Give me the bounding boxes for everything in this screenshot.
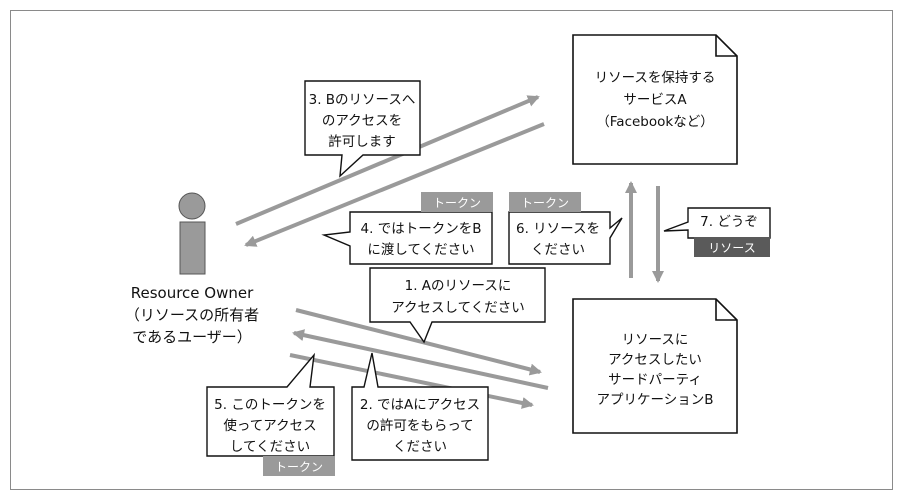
arrow-app-b-to-owner [292,329,549,390]
arrow-owner-to-service-a [235,95,540,226]
arrow-service-a-to-owner [244,122,545,247]
app-b-line-1: リソースに [622,332,689,348]
step-2-line-2: の許可をもらって [366,418,473,434]
owner-label-line-3: であるユーザー） [132,328,252,346]
callout-step-6: 6. リソースを ください トークン [508,192,623,265]
app-b-line-4: アプリケーションB [597,392,714,408]
step-2-line-1: 2. ではAにアクセス [360,397,480,413]
resource-tag-7 [694,237,770,257]
step-6-line-2: ください [531,242,585,258]
step-7-line-1: 7. どうぞ [700,214,758,230]
step-5-line-2: 使ってアクセス [223,417,316,434]
step-3-line-1: 3. Bのリソースへ [309,92,416,108]
step-3-line-3: 許可します [328,134,396,150]
figure-frame [10,10,893,490]
resource-tag-7-label: リソース [708,241,755,255]
callout-step-4: 4. ではトークンをB に渡してください トークン [321,192,493,265]
person-head-icon [178,192,206,220]
step-6-line-1: 6. リソースを [516,221,600,237]
owner-label-line-2: （リソースの所有者 [125,306,259,324]
token-tag-5-label: トークン [275,460,323,474]
step-4-line-2: に渡してください [367,242,474,258]
step-1-line-1: 1. Aのリソースに [405,278,512,294]
owner-label-line-1: Resource Owner [131,284,254,302]
token-tag-6-label: トークン [521,196,569,210]
app-b-line-3: サードパーティ [608,372,702,388]
token-tag-6 [509,192,581,212]
app-b-line-2: アクセスしたい [608,352,702,368]
arrow-owner-to-app-b [295,308,542,376]
callout-step-2: 2. ではAにアクセス の許可をもらって ください [351,352,489,461]
app-b-box: リソースに アクセスしたい サードパーティ アプリケーションB [572,298,738,434]
step-4-line-1: 4. ではトークンをB [361,221,482,237]
arrows [235,95,664,409]
token-tag-4-label: トークン [433,196,481,210]
step-3-line-2: のアクセスを [322,113,402,129]
arrow-owner-to-app-b-token [289,353,534,409]
service-a-line-3: （Facebookなど） [596,114,713,130]
service-a-box: リソースを保持する サービスA （Facebookなど） [572,34,738,165]
step-2-line-3: ください [393,439,447,455]
service-a-line-1: リソースを保持する [595,70,716,86]
callout-step-7: 7. どうぞ リソース [663,207,771,257]
callout-step-1: 1. Aのリソースに アクセスしてください [369,267,546,344]
callout-step-3: 3. Bのリソースへ のアクセスを 許可します [304,80,421,178]
person-body-icon [179,221,206,275]
step-1-line-2: アクセスしてください [391,300,525,316]
token-tag-4 [421,192,493,212]
step-5-line-3: してください [230,439,310,455]
callout-step-5: 5. このトークンを 使ってアクセス してください トークン [206,352,335,476]
step-5-line-1: 5. このトークンを [214,397,326,413]
token-tag-5 [263,456,335,476]
service-a-line-2: サービスA [623,92,687,108]
resource-owner: Resource Owner （リソースの所有者 であるユーザー） [125,192,259,346]
